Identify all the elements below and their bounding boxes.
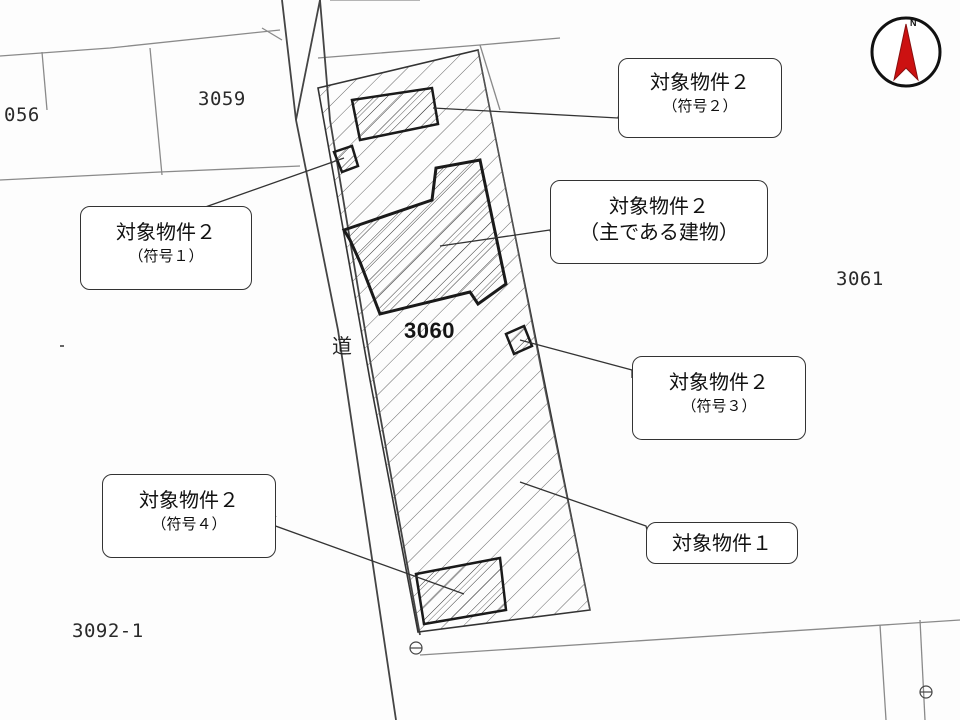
callout-main-building-sub: （主である建物） xyxy=(579,220,739,244)
callout-mark3-sub: （符号３） xyxy=(681,397,757,415)
lot-3060-label: 3060 xyxy=(404,318,455,343)
lot-3059-label: 3059 xyxy=(198,88,246,110)
mark3-building xyxy=(504,324,534,356)
property1-parcel xyxy=(317,49,591,633)
mark2-building xyxy=(350,86,440,142)
callout-main-building-title: 対象物件２ xyxy=(609,194,709,218)
callout-mark1: 対象物件２ （符号１） xyxy=(80,206,252,290)
callout-mark1-title: 対象物件２ xyxy=(116,220,216,244)
parcel-east-edge xyxy=(477,49,591,611)
road-label: 道 xyxy=(332,334,352,358)
mark1-building xyxy=(332,144,360,174)
lot-3056-label: 056 xyxy=(4,104,40,126)
lot-3092-1-label: 3092-1 xyxy=(72,620,144,642)
callout-mark4-title: 対象物件２ xyxy=(139,488,239,512)
callout-mark1-sub: （符号１） xyxy=(128,247,204,265)
callout-property1-title: 対象物件１ xyxy=(672,531,772,555)
callout-mark2: 対象物件２ （符号２） xyxy=(618,58,782,138)
callout-property1: 対象物件１ xyxy=(646,522,798,564)
callout-mark2-sub: （符号２） xyxy=(662,97,738,115)
north-arrow-icon xyxy=(870,16,942,88)
callout-mark4-sub: （符号４） xyxy=(151,515,227,533)
mark4-building xyxy=(414,556,508,626)
callout-mark3-title: 対象物件２ xyxy=(669,370,769,394)
north-letter: N xyxy=(910,18,917,28)
lot-3061-label: 3061 xyxy=(836,268,884,290)
callout-mark2-title: 対象物件２ xyxy=(650,70,750,94)
callout-mark3: 対象物件２ （符号３） xyxy=(632,356,806,440)
callout-mark4: 対象物件２ （符号４） xyxy=(102,474,276,558)
callout-main-building: 対象物件２ （主である建物） xyxy=(550,180,768,264)
survey-markers xyxy=(409,641,933,699)
main-building xyxy=(341,158,508,316)
